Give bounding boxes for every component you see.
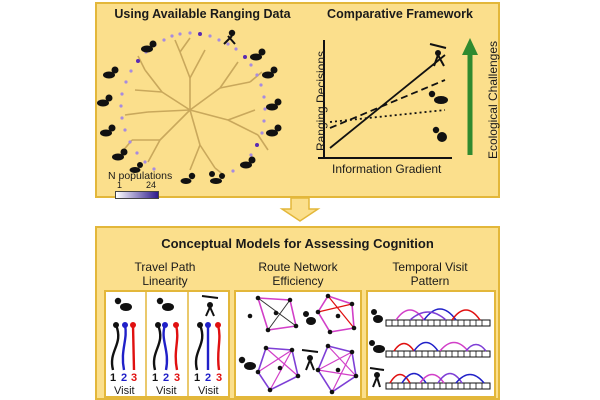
top-panel [95,2,500,198]
visit-number-3: 3 [216,372,223,384]
gibbon-icon [369,367,385,388]
dotted-line [329,109,446,123]
baboon-icon [156,297,174,311]
primate-icon [266,98,282,111]
visit-label: Visit [198,385,219,397]
gibbon-icon [301,349,319,371]
monkey-icon [114,297,132,311]
primate-icon [266,124,282,137]
ranging-data-title: Using Available Ranging Data [114,7,291,21]
primate-icon [100,124,116,137]
visit-number-3: 3 [174,372,181,384]
network-2 [315,293,357,335]
baboon-icon [369,340,385,353]
legend-max: 24 [146,180,157,190]
network-3 [255,345,301,393]
legend-min: 1 [117,180,123,190]
timeline-2 [385,341,491,358]
baboon-icon [428,90,448,104]
primate-icon [129,162,143,173]
legend-title: N populations [108,170,173,182]
network-1 [247,295,299,333]
visit-number-1: 1 [194,372,201,384]
route-network-box [234,290,362,398]
primate-icon [112,148,128,161]
dashed-line [329,79,446,129]
visit-number-2: 2 [163,372,170,384]
visit-number-1: 1 [152,372,159,384]
comparative-framework-title: Comparative Framework [327,7,473,21]
gibbon-icon [429,43,447,67]
monkey-icon [432,126,447,142]
primate-icon [240,156,256,169]
conceptual-models-title: Conceptual Models for Assessing Cognitio… [161,236,434,251]
solid-line [329,54,446,149]
primate-icon [262,66,278,79]
baboon-icon [238,356,256,370]
primate-icon [250,48,266,61]
visit-number-1: 1 [110,372,117,384]
monkey-icon [371,309,383,323]
visit-number-2: 2 [205,372,212,384]
primate-icon [141,40,157,53]
visit-label: Visit [156,385,177,397]
visit-label: Visit [114,385,135,397]
primate-icon [223,29,236,45]
monkey-icon [303,311,316,325]
network-4 [315,343,359,395]
timeline-1 [385,308,491,327]
primate-icon [97,94,113,107]
x-axis-label: Information Gradient [332,162,442,176]
gibbon-icon [201,295,219,317]
primate-icon [180,172,196,184]
legend-gradient-bar [115,191,159,199]
primate-icon [103,66,119,79]
visit-number-2: 2 [121,372,128,384]
visit-number-3: 3 [131,372,138,384]
timeline-3 [385,372,491,390]
primate-icon [209,171,225,184]
